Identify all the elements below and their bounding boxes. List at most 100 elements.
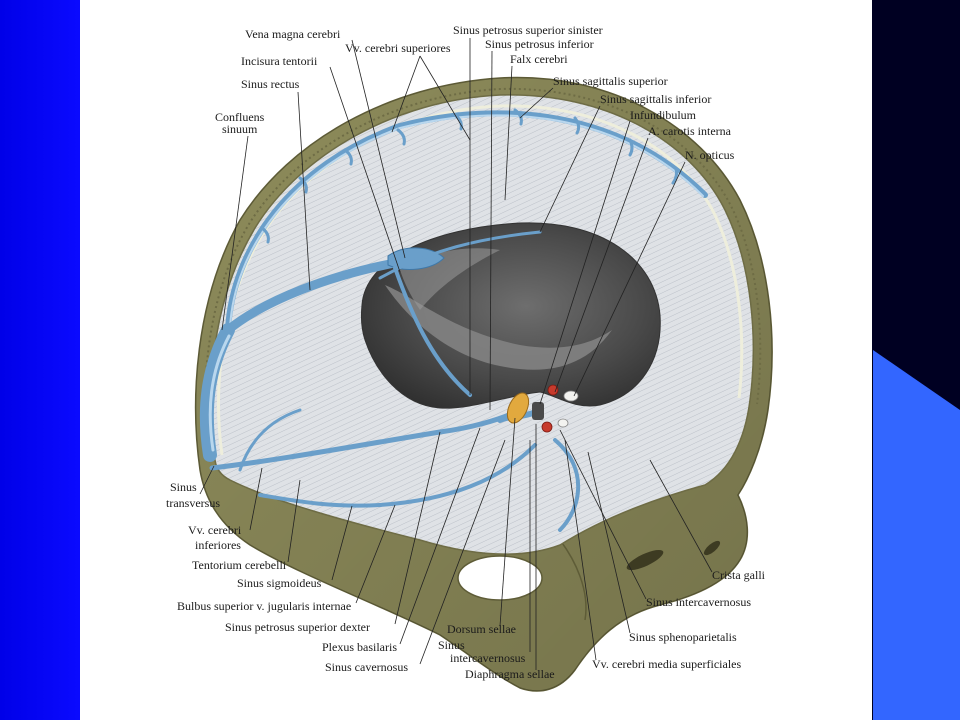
label-vv-cerebri-media-superficiales: Vv. cerebri media superficiales [592,657,741,671]
sinus-transversus-highlight [208,334,231,452]
superior-vein [343,148,353,166]
leader-line-sinus-sagittalis-inferior [539,105,601,233]
superior-vein [298,176,308,194]
label-falx-cerebri: Falx cerebri [510,52,568,66]
carotid-artery-left [547,384,559,396]
skull-base-opening [457,555,543,601]
superior-vein [396,128,406,146]
label-sinus-intercavernosus-bottom: Sinus intercavernosus [438,638,526,665]
leader-line-sinus-rectus [297,91,311,291]
label-sinus-transversus: Sinus transversus [166,480,220,510]
leader-lines [199,38,713,670]
right-accent-shape [873,350,960,720]
leader-line-bulbus-superior [355,504,396,604]
nasal-shadow [703,540,721,556]
carotid-artery-right [541,421,553,433]
superior-vein [260,226,270,244]
superior-vein [628,138,634,157]
label-infundibulum: Infundibulum [630,108,697,122]
sella-turcica-region [497,384,579,433]
leader-line-tentorium-cerebelli [287,479,301,563]
label-line: Sinus [438,638,465,652]
label-plexus-basilaris: Plexus basilaris [322,640,397,654]
left-decorative-band [0,0,80,720]
label-crista-galli: Crista galli [712,568,766,582]
sinus-rectus-vessel [223,257,405,335]
sinus-transversus-vessel [199,323,235,462]
label-line: Sinus [170,480,197,494]
leader-line-vv-cerebri-media-superficiales [564,439,597,661]
sphenoid-ridge [559,539,587,621]
leader-line-sinus-cavernosus [419,439,506,665]
label-sinus-intercavernosus-right: Sinus intercavernosus [646,595,751,609]
label-sinus-petrosus-superior-dexter: Sinus petrosus superior dexter [225,620,370,634]
label-line: transversus [166,496,220,510]
label-sinus-rectus: Sinus rectus [241,77,300,91]
leader-line-sinus-sphenoparietalis [587,451,631,634]
leader-line-plexus-basilaris [399,427,481,645]
label-vv-cerebri-superiores: Vv. cerebri superiores [345,41,451,55]
leader-line-sinus-intercavernosus-right [559,429,647,600]
label-line: sinuum [222,122,258,136]
leader-line-infundibulum [539,120,631,405]
label-a-carotis-interna: A. carotis interna [648,124,732,138]
infundibulum-shape [532,402,544,420]
label-confluens-sinuum: Confluens sinuum [215,110,267,136]
sinus-petrosus-superior-dexter-vessel [258,443,537,508]
leader-line-vena-magna-cerebri [351,39,406,259]
label-bulbus-superior-v-jugularis-internae: Bulbus superior v. jugularis internae [177,599,351,613]
labels: Vena magna cerebri Sinus petrosus superi… [166,23,766,681]
tentorial-edge-vessel [393,266,472,397]
label-sinus-sagittalis-superior: Sinus sagittalis superior [553,74,668,88]
vv-cerebri-inferiores-vessel [238,408,302,472]
sinus-sphenoparietalis-vessel [553,438,581,532]
superior-vein [671,166,679,185]
superior-vein [573,116,581,135]
sinus-sagittalis-superior-highlight [229,114,704,329]
leader-line-sinus-petrosus-superior-dexter [394,431,441,625]
leader-line-vv-cerebri-superiores [391,55,421,133]
dorsum-sellae-shape [506,392,530,424]
label-sinus-cavernosus: Sinus cavernosus [325,660,408,674]
label-line: intercavernosus [450,651,526,665]
sinus-sagittalis-superior-vessel [225,110,708,333]
label-incisura-tentorii: Incisura tentorii [241,54,318,68]
leader-line-sinus-sigmoideus [331,505,353,581]
optic-nerve-shape [563,390,579,402]
optic-nerve-shape [557,418,569,428]
label-dorsum-sellae: Dorsum sellae [447,622,516,636]
leader-line-incisura-tentorii [329,66,401,273]
superior-vein [513,108,523,126]
label-sinus-sphenoparietalis: Sinus sphenoparietalis [629,630,737,644]
leader-line-n-opticus [573,161,686,397]
leader-line-a-carotis-interna [554,137,649,393]
label-vena-magna-cerebri: Vena magna cerebri [245,27,341,41]
sinus-petrosus-superior-sinister-vessel [209,407,523,471]
leader-line-sinus-petrosus-inferior [489,50,493,411]
leader-line-sinus-transversus [199,465,215,495]
label-line: Vv. cerebri [188,523,242,537]
leader-line-crista-galli [649,459,713,573]
tentorium-free-edge [385,285,612,370]
label-sinus-petrosus-inferior: Sinus petrosus inferior [485,37,594,51]
inner-table-edge [204,87,762,463]
leader-line-confluens-sinuum [221,135,249,331]
leader-line-dorsum-sellae [499,417,516,627]
label-line: inferiores [195,538,241,552]
superior-vein [453,113,463,131]
sinus-sagittalis-inferior-vessel [378,230,542,280]
leader-line-sinus-sagittalis-superior [519,87,554,119]
label-sinus-sigmoideus: Sinus sigmoideus [237,576,322,590]
label-sinus-petrosus-superior-sinister: Sinus petrosus superior sinister [453,23,603,37]
label-tentorium-cerebelli: Tentorium cerebelli [192,558,287,572]
orbital-shadow [626,549,664,571]
label-vv-cerebri-inferiores: Vv. cerebri inferiores [188,523,244,552]
leader-line-vv-cerebri-superiores [419,55,471,141]
label-n-opticus: N. opticus [685,148,735,162]
leader-line-falx-cerebri [504,65,513,201]
leader-line-vv-cerebri-inferiores [249,467,263,531]
label-sinus-sagittalis-inferior: Sinus sagittalis inferior [600,92,711,106]
label-diaphragma-sellae: Diaphragma sellae [465,667,555,681]
